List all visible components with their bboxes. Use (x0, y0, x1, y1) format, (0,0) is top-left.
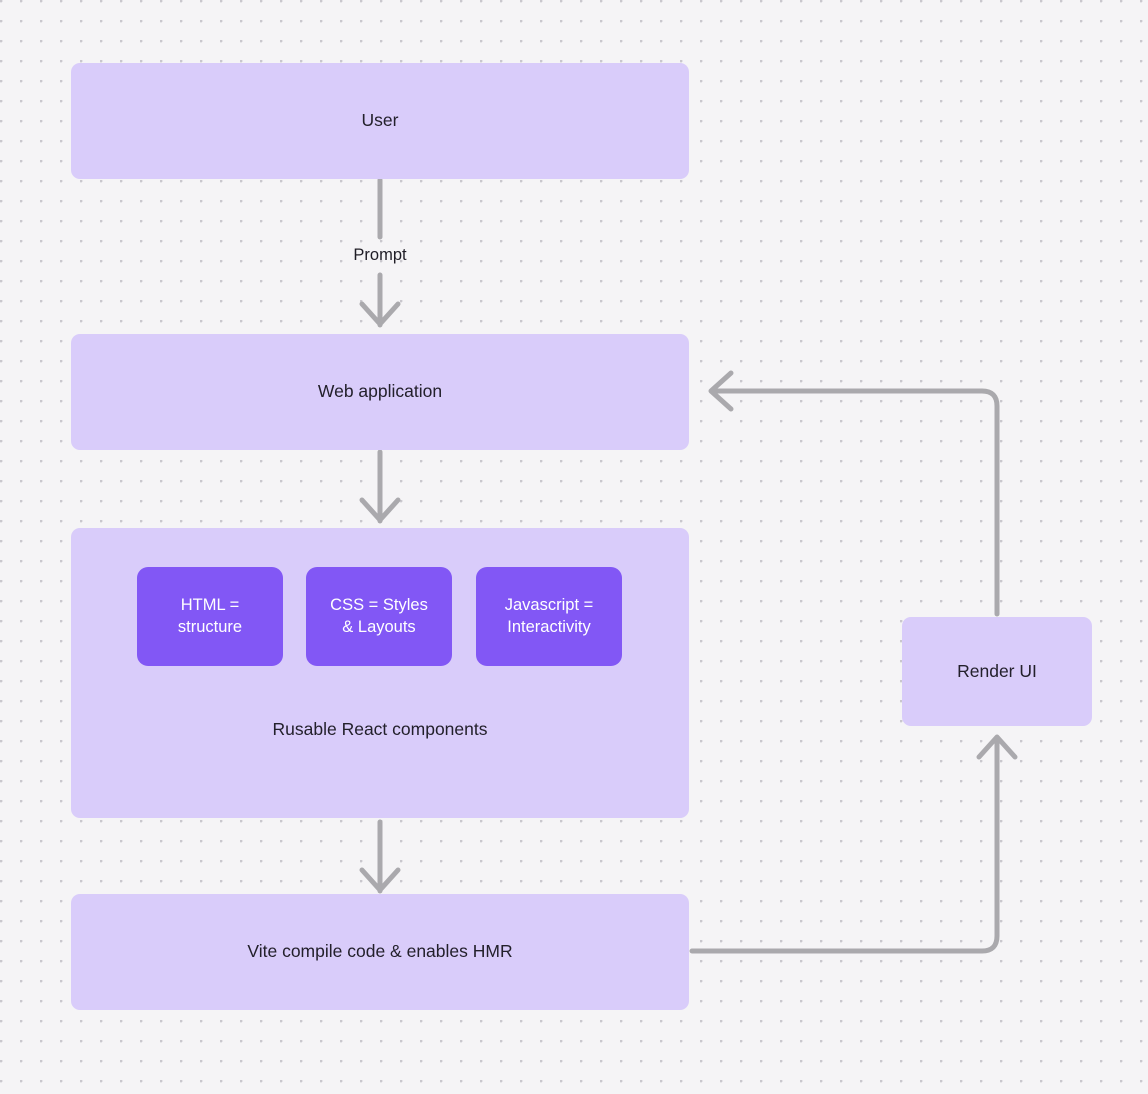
arrowhead-prompt-to-webapp (359, 301, 401, 327)
node-web-application-label: Web application (317, 381, 443, 402)
node-render-ui[interactable]: Render UI (902, 617, 1092, 726)
node-components-group-label: Rusable React components (272, 719, 488, 739)
node-html[interactable]: HTML = structure (137, 567, 283, 666)
node-vite-label: Vite compile code & enables HMR (247, 941, 513, 962)
arrowhead-vite-to-renderui (976, 734, 1018, 760)
arrowhead-components-to-vite (359, 867, 401, 893)
arrowhead-webapp-to-components (359, 497, 401, 523)
edge-renderui-to-webapp (709, 388, 1000, 617)
node-web-application[interactable]: Web application (71, 334, 689, 450)
arrowhead-renderui-to-webapp (708, 370, 734, 412)
node-css-label: CSS = Styles & Layouts (330, 595, 428, 636)
node-components-group[interactable]: HTML = structure CSS = Styles & Layouts … (71, 528, 689, 818)
node-vite[interactable]: Vite compile code & enables HMR (71, 894, 689, 1010)
node-javascript[interactable]: Javascript = Interactivity (476, 567, 622, 666)
node-css[interactable]: CSS = Styles & Layouts (306, 567, 452, 666)
node-html-label: HTML = structure (177, 595, 243, 636)
node-user[interactable]: User (71, 63, 689, 179)
node-render-ui-label: Render UI (957, 660, 1037, 681)
edge-label-prompt: Prompt (353, 246, 407, 264)
node-user-label: User (361, 110, 399, 131)
node-javascript-label: Javascript = Interactivity (504, 595, 594, 636)
edge-vite-to-renderui (689, 735, 1000, 954)
